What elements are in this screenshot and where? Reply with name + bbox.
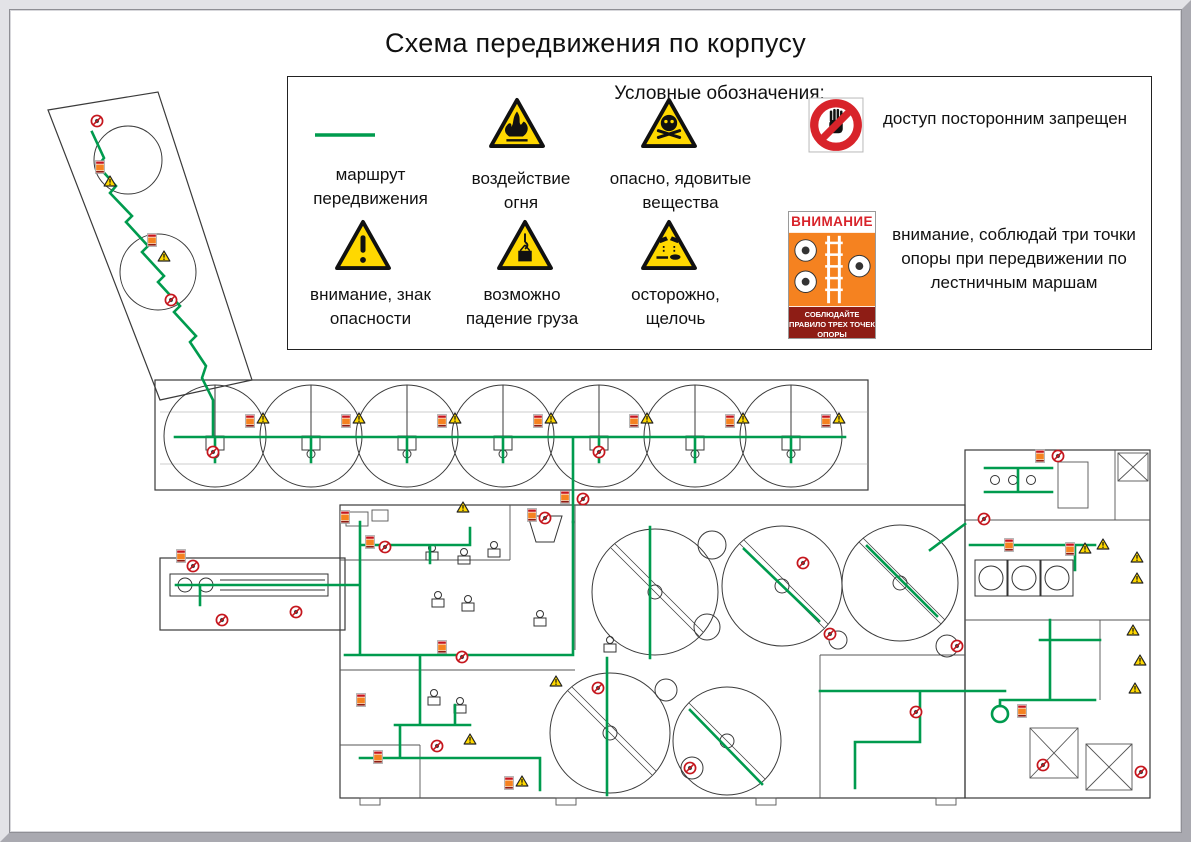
equipment (169, 475, 1074, 714)
legend-label-fire: воздействие огня (471, 169, 571, 212)
danger-triangle-icon (335, 219, 391, 271)
toxic-triangle-icon (641, 97, 697, 149)
no-access-sign-icon (808, 97, 864, 153)
ladder-three-points-icon (789, 232, 875, 307)
page-title: Схема передвижения по корпусу (384, 28, 807, 58)
legend-label-danger: внимание, знак опасности (310, 285, 431, 328)
stair-boxes (1029, 452, 1149, 791)
legend-label-alkali: осторожно, щелочь (631, 285, 720, 328)
legend-box: Условные обозначения: маршрут передвижен… (287, 76, 1152, 350)
interior-walls (340, 450, 1150, 806)
platform-lines (160, 411, 868, 465)
wing-tanks (93, 125, 197, 311)
building-outline (47, 91, 1151, 799)
route-line-icon (315, 133, 375, 137)
attention-sign-title: ВНИМАНИЕ (791, 214, 873, 229)
legend-title: Условные обозначения: (614, 83, 825, 104)
attention-sign-subtitle: СОБЛЮДАЙТЕ ПРАВИЛО ТРЕХ ТОЧЕК ОПОРЫ (789, 307, 875, 339)
legend-label-toxic: опасно, ядовитые вещества (609, 169, 752, 212)
legend-label-route: маршрут передвижения (313, 165, 428, 208)
legend-label-three-points: внимание, соблюдай три точки опоры при п… (892, 225, 1136, 292)
legend-label-falling-load: возможно падение груза (465, 285, 579, 328)
route-path (90, 130, 1102, 797)
fire-triangle-icon (489, 97, 545, 149)
clarifier-tanks (549, 524, 959, 796)
falling-load-triangle-icon (497, 219, 553, 271)
hoist-hook-icon (990, 704, 1010, 724)
attention-three-points-sign: ВНИМАНИЕ (788, 211, 876, 339)
alkali-triangle-icon (641, 219, 697, 271)
legend-label-no-access: доступ посторонним запрещен (882, 109, 1128, 128)
